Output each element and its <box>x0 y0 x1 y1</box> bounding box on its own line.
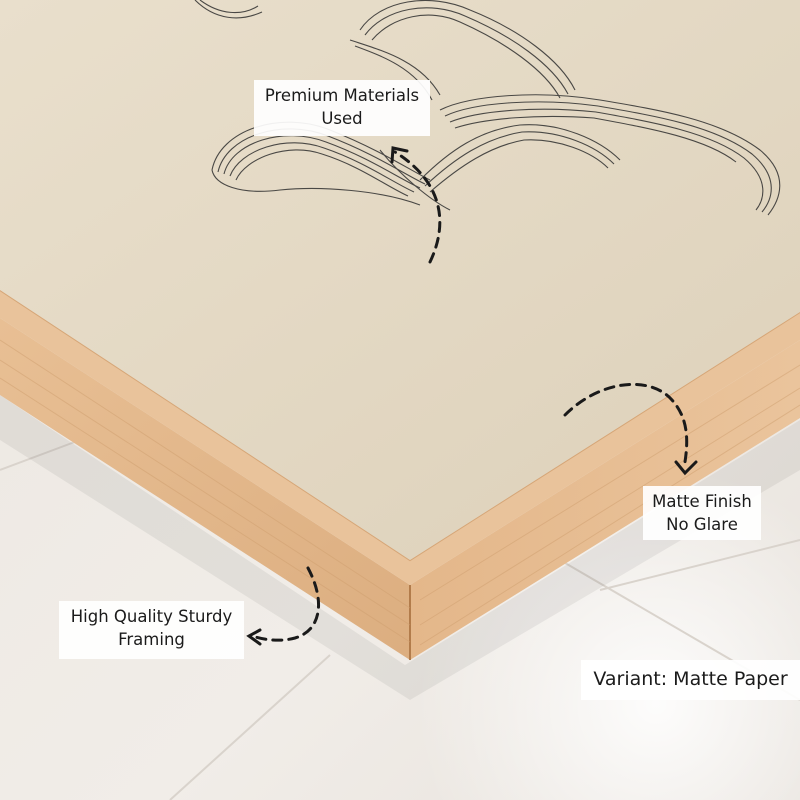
arrow-matte <box>563 382 689 470</box>
arrow-premium <box>393 150 442 264</box>
callout-framing-line1: High Quality Sturdy <box>70 607 233 626</box>
arrow-framing <box>250 566 321 642</box>
line-art-illustration <box>194 0 781 216</box>
callout-matte-line2: No Glare <box>666 515 738 534</box>
print-paper <box>0 0 800 560</box>
callout-premium-line1: Premium Materials <box>264 86 420 105</box>
variant-label: Variant: Matte Paper <box>581 660 800 700</box>
frame-top-lip <box>0 290 800 585</box>
wood-grain <box>0 339 800 646</box>
callout-framing-line2: Framing <box>118 630 185 649</box>
frame-right-edge <box>410 340 800 660</box>
dashed-arrows <box>250 150 689 642</box>
callout-premium-materials: Premium Materials Used <box>254 80 430 136</box>
variant-text: Variant: Matte Paper <box>593 668 788 690</box>
callout-matte-finish: Matte Finish No Glare <box>643 486 761 540</box>
frame-shadow <box>0 395 800 700</box>
arrow-heads <box>246 146 698 646</box>
callout-sturdy-framing: High Quality Sturdy Framing <box>59 601 244 659</box>
frame-left-edge <box>0 318 410 660</box>
callout-matte-line1: Matte Finish <box>652 492 752 511</box>
callout-premium-line2: Used <box>321 109 363 128</box>
